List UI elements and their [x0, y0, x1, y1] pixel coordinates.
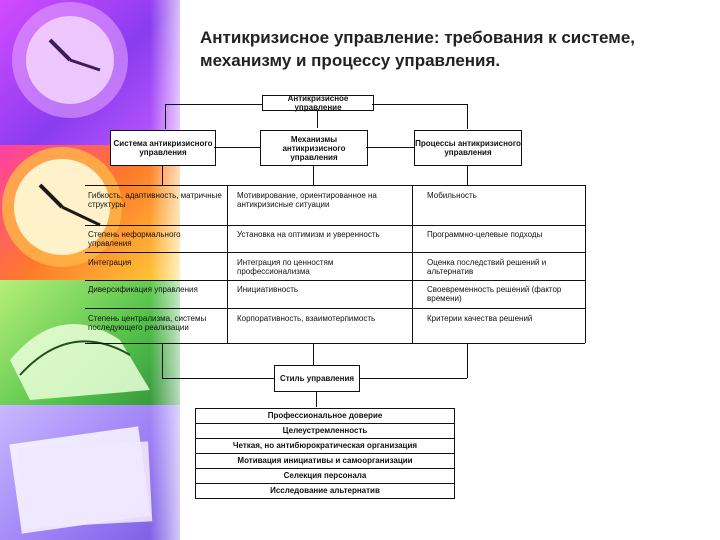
list-item: Селекция персонала — [195, 468, 455, 484]
decorative-photo-strip — [0, 0, 180, 540]
alarm-clock-illustration — [2, 147, 122, 267]
connector — [467, 104, 468, 129]
connector — [372, 104, 467, 105]
table-cell: Оценка последствий решений и альтернатив — [427, 258, 547, 276]
table-cell: Степень неформального управления — [88, 230, 181, 248]
table-rule — [85, 185, 585, 186]
table-cell: Корпоративность, взаимотерпимость — [237, 314, 376, 323]
top-box: Антикризисное управление — [262, 94, 374, 112]
connector — [162, 165, 163, 185]
table-rule — [85, 308, 585, 309]
table-rule — [412, 185, 413, 343]
column-header-mechanisms: Механизмы антикризисного управления — [260, 130, 368, 166]
table-rule — [85, 343, 585, 344]
list-item: Четкая, но антибюрократическая организац… — [195, 438, 455, 454]
connector — [316, 391, 317, 407]
connector — [358, 378, 467, 379]
style-box: Стиль управления — [274, 365, 360, 392]
table-cell: Мотивирование, ориентированное на антикр… — [237, 191, 377, 209]
table-rule — [227, 185, 228, 343]
connector — [162, 378, 274, 379]
connector — [162, 343, 163, 378]
table-cell: Критерии качества решений — [427, 314, 533, 323]
table-cell: Инициативность — [237, 285, 299, 294]
connector — [366, 147, 414, 148]
connector — [165, 104, 166, 129]
connector — [317, 110, 318, 128]
strip-fade — [150, 0, 180, 540]
table-cell: Интеграция по ценностям профессионализма — [237, 258, 334, 276]
column-header-processes: Процессы антикризисного управления — [414, 130, 522, 166]
table-cell: Гибкость, адаптивность, матричные структ… — [88, 191, 222, 209]
table-cell: Своевременность решений (фактор времени) — [427, 285, 562, 303]
list-item: Целеустремленность — [195, 423, 455, 439]
clock-illustration — [12, 2, 128, 118]
connector — [313, 165, 314, 185]
list-item: Исследование альтернатив — [195, 483, 455, 499]
table-rule — [85, 280, 585, 281]
connector — [165, 104, 262, 105]
table-cell: Установка на оптимизм и уверенность — [237, 230, 380, 239]
paper-stack-illustration — [9, 426, 153, 534]
slide-title: Антикризисное управление: требования к с… — [200, 28, 635, 70]
column-header-system: Система антикризисного управления — [110, 130, 216, 166]
table-cell: Интеграция — [88, 258, 132, 267]
table-cell: Степень централизма, системы последующег… — [88, 314, 207, 332]
table-rule — [85, 252, 585, 253]
table-cell: Мобильность — [427, 191, 477, 200]
connector — [467, 343, 468, 378]
connector — [467, 165, 468, 185]
list-item: Мотивация инициативы и самоорганизации — [195, 453, 455, 469]
connector — [214, 147, 260, 148]
connector — [313, 343, 314, 365]
table-cell: Программно-целевые подходы — [427, 230, 543, 239]
table-rule — [85, 225, 585, 226]
list-item: Профессиональное доверие — [195, 408, 455, 424]
table-rule — [585, 185, 586, 343]
table-cell: Диверсификация управления — [88, 285, 198, 294]
